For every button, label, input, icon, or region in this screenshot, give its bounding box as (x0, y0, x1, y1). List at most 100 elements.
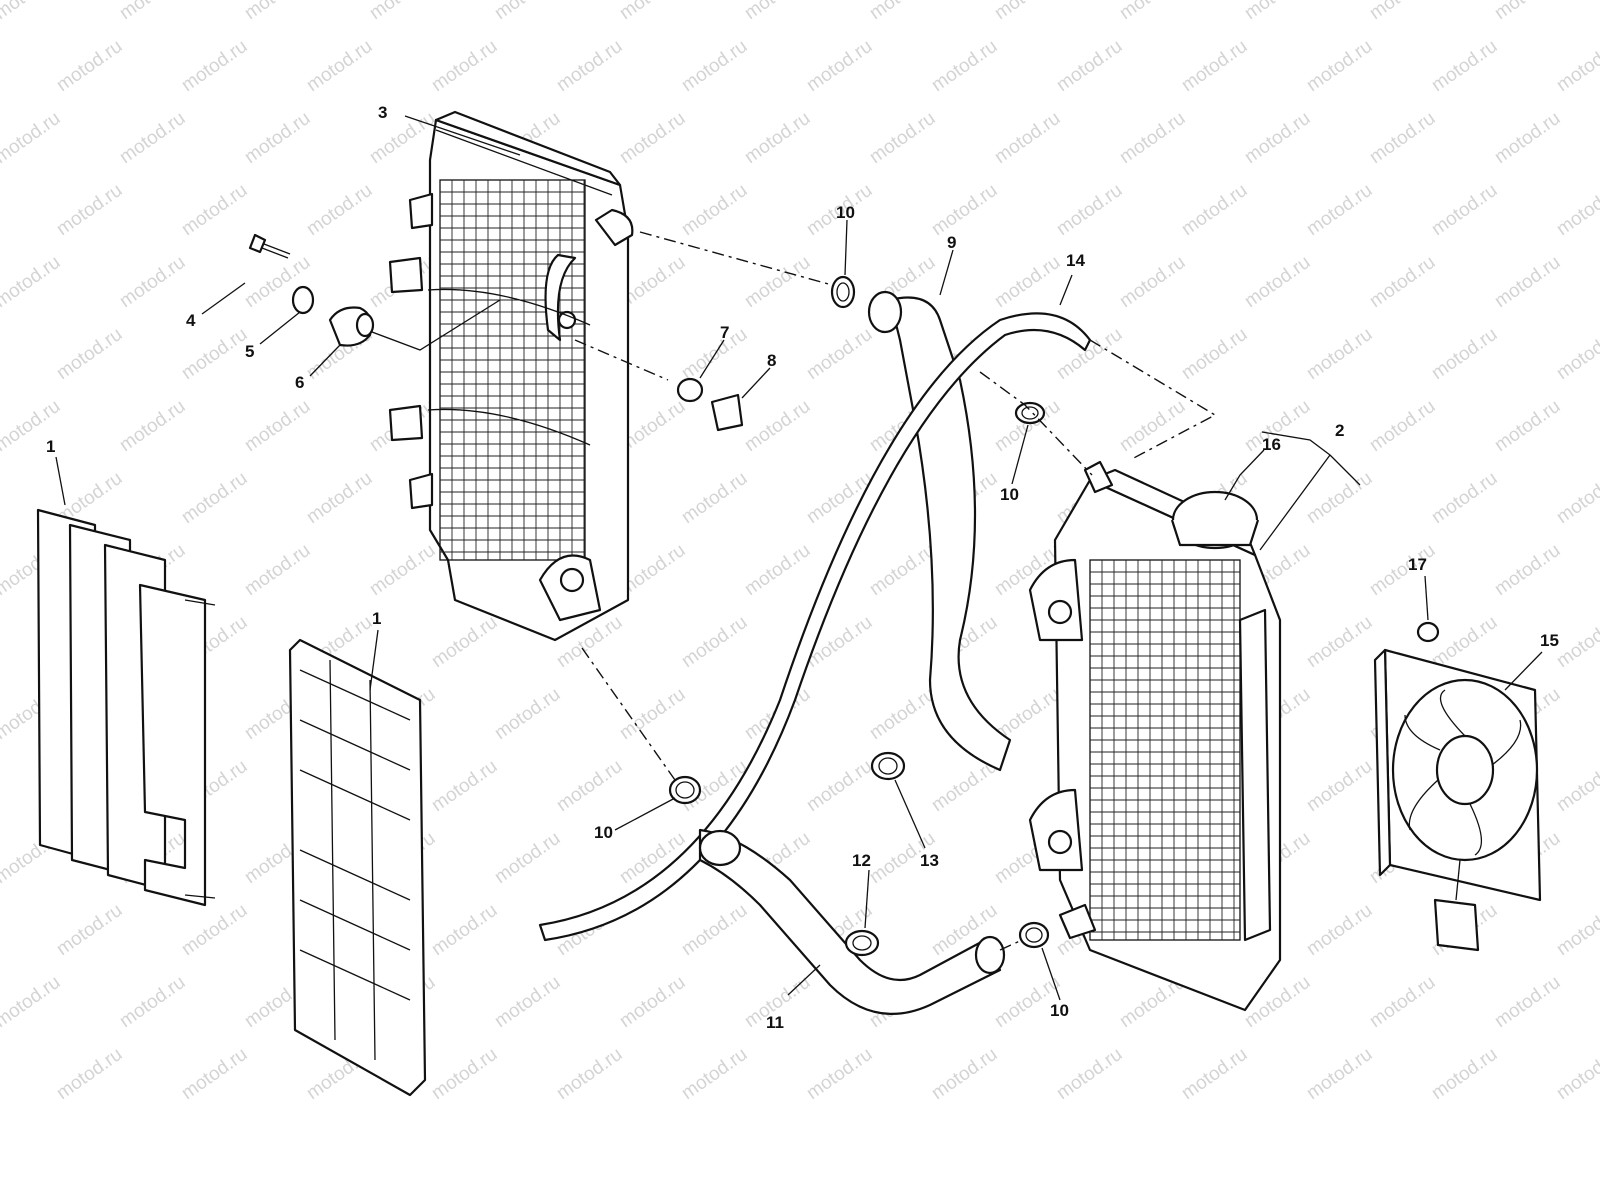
watermark-text: motod.ru (1116, 0, 1189, 24)
watermark-text: motod.ru (1303, 612, 1376, 672)
watermark-text: motod.ru (553, 1044, 626, 1104)
washer-5 (291, 285, 315, 315)
watermark-text: motod.ru (866, 540, 939, 600)
watermark-text: motod.ru (1553, 324, 1600, 384)
watermark-text: motod.ru (0, 972, 64, 1032)
watermark-text: motod.ru (803, 1044, 876, 1104)
watermark-text: motod.ru (803, 324, 876, 384)
watermark-text: motod.ru (741, 108, 814, 168)
watermark-text: motod.ru (1303, 1044, 1376, 1104)
watermark-text: motod.ru (1428, 180, 1501, 240)
watermark-text: motod.ru (178, 180, 251, 240)
watermark-text: motod.ru (741, 0, 814, 24)
watermark-text: motod.ru (1366, 108, 1439, 168)
watermark-text: motod.ru (1491, 540, 1564, 600)
watermark-text: motod.ru (1553, 900, 1600, 960)
watermark-text: motod.ru (1428, 1044, 1501, 1104)
watermark-text: motod.ru (428, 900, 501, 960)
watermark-text: motod.ru (1303, 756, 1376, 816)
watermark-text: motod.ru (0, 252, 64, 312)
watermark-text: motod.ru (428, 36, 501, 96)
watermark-text: motod.ru (1053, 180, 1126, 240)
watermark-text: motod.ru (0, 0, 64, 24)
watermark-text: motod.ru (0, 324, 1, 384)
watermark-text: motod.ru (241, 0, 314, 24)
watermark-text: motod.ru (428, 756, 501, 816)
watermark-text: motod.ru (241, 540, 314, 600)
callout-14: 14 (1066, 251, 1085, 270)
watermark-text: motod.ru (1178, 324, 1251, 384)
hose-clamp-10-left (668, 775, 702, 805)
watermark-text: motod.ru (1428, 468, 1501, 528)
watermark-text: motod.ru (678, 180, 751, 240)
callout-3: 3 (378, 103, 387, 122)
watermark-text: motod.ru (678, 468, 751, 528)
watermark-text: motod.ru (616, 684, 689, 744)
hose-clamp-10-top (830, 275, 856, 309)
watermark-text: motod.ru (0, 900, 1, 960)
callout-10-mid: 10 (1000, 485, 1019, 504)
watermark-text: motod.ru (116, 108, 189, 168)
watermark-text: motod.ru (303, 468, 376, 528)
callout-5: 5 (245, 342, 254, 361)
watermark-text: motod.ru (1428, 324, 1501, 384)
watermark-text: motod.ru (53, 900, 126, 960)
radiator-left (388, 110, 634, 642)
watermark-text: motod.ru (991, 252, 1064, 312)
louver-panel-1 (36, 508, 216, 907)
watermark-text: motod.ru (553, 756, 626, 816)
louver-panel-2 (288, 638, 427, 1097)
watermark-text: motod.ru (1428, 612, 1501, 672)
watermark-text: motod.ru (803, 36, 876, 96)
hose-clamp-10-mid (1014, 401, 1046, 425)
watermark-text: motod.ru (678, 36, 751, 96)
watermark-text: motod.ru (928, 180, 1001, 240)
callout-1-right: 1 (372, 609, 381, 628)
watermark-text: motod.ru (178, 324, 251, 384)
callout-11: 11 (766, 1013, 784, 1032)
callout-6: 6 (295, 373, 304, 392)
callout-17: 17 (1408, 555, 1427, 574)
watermark-text: motod.ru (1491, 396, 1564, 456)
watermark-text: motod.ru (1553, 756, 1600, 816)
watermark-text: motod.ru (491, 972, 564, 1032)
callout-4: 4 (186, 311, 196, 330)
callout-1-left: 1 (46, 437, 55, 456)
watermark-text: motod.ru (1366, 972, 1439, 1032)
watermark-text: motod.ru (1178, 180, 1251, 240)
watermark-text: motod.ru (1241, 108, 1314, 168)
watermark-text: motod.ru (366, 0, 439, 24)
watermark-text: motod.ru (0, 1044, 1, 1104)
watermark-text: motod.ru (1241, 0, 1314, 24)
watermark-text: motod.ru (178, 36, 251, 96)
hose-clamp-12 (844, 929, 880, 957)
callout-13: 13 (920, 851, 939, 870)
radiator-right (1028, 460, 1282, 1012)
callout-labels: 3 4 5 6 7 8 9 10 10 10 10 14 16 2 17 15 … (46, 103, 1559, 1032)
watermark-text: motod.ru (491, 684, 564, 744)
watermark-text: motod.ru (1366, 0, 1439, 24)
watermark-text: motod.ru (1178, 1044, 1251, 1104)
watermark-text: motod.ru (553, 36, 626, 96)
watermark-text: motod.ru (741, 540, 814, 600)
watermark-text: motod.ru (1053, 1044, 1126, 1104)
watermark-text: motod.ru (1428, 36, 1501, 96)
watermark-text: motod.ru (116, 0, 189, 24)
callout-16: 16 (1262, 435, 1281, 454)
watermark-text: motod.ru (116, 252, 189, 312)
watermark-text: motod.ru (1178, 36, 1251, 96)
watermark-text: motod.ru (678, 1044, 751, 1104)
watermark-text: motod.ru (1553, 612, 1600, 672)
watermark-text: motod.ru (428, 1044, 501, 1104)
watermark-text: motod.ru (366, 540, 439, 600)
watermark-text: motod.ru (116, 396, 189, 456)
callout-2: 2 (1335, 421, 1344, 440)
cooling-fan (1373, 648, 1542, 952)
callout-10-bottom: 10 (1050, 1001, 1069, 1020)
leader-lines (55, 115, 1543, 1001)
watermark-text: motod.ru (1303, 36, 1376, 96)
callout-12: 12 (852, 851, 871, 870)
watermark-text: motod.ru (991, 108, 1064, 168)
watermark-text: motod.ru (1553, 36, 1600, 96)
